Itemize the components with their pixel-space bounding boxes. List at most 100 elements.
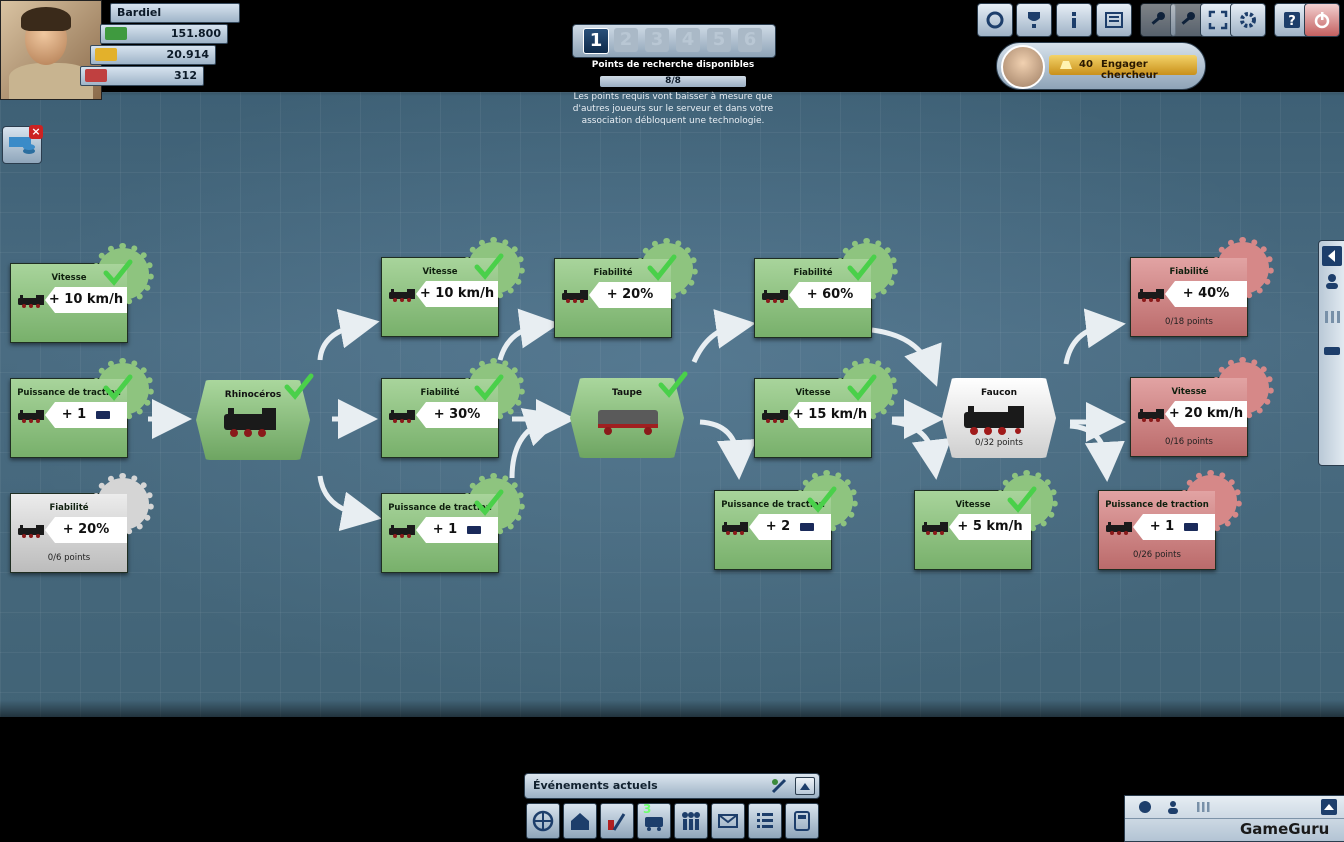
connector	[497, 308, 560, 361]
ranking-button[interactable]	[1016, 3, 1052, 37]
build-button[interactable]	[600, 803, 634, 839]
research-points-note: Les points requis vont baisser à mesure …	[572, 92, 774, 126]
trains-button[interactable]	[637, 803, 671, 839]
collapse-left-icon[interactable]	[1322, 246, 1342, 266]
required-points: 0/16 points	[1165, 437, 1213, 447]
tech-card[interactable]: Fiabilité + 30%	[381, 358, 525, 458]
tech-card[interactable]: Puissance de traction+ 2	[714, 470, 858, 570]
hire-researcher-panel: 40 Engager chercheur	[996, 42, 1206, 90]
player-name-bar: Bardiel	[110, 3, 240, 23]
tech-bonus-value: + 20%	[606, 287, 654, 302]
researched-check-icon	[284, 373, 314, 400]
tech-card[interactable]: Puissance de traction+ 1	[10, 358, 154, 458]
locomotive-icon	[761, 288, 791, 303]
tech-card[interactable]: Vitesse+ 10 km/h	[381, 237, 525, 337]
locomotive-icon	[388, 408, 418, 423]
tech-card[interactable]: Fiabilité+ 20%0/6 points	[10, 473, 154, 573]
tech-bonus-box: + 30%	[416, 402, 498, 428]
era-tab-4[interactable]: 4	[676, 28, 700, 52]
loco-node-taupe[interactable]: Taupe	[570, 371, 688, 458]
tech-title: Fiabilité	[420, 388, 460, 398]
researched-check-icon	[807, 486, 837, 513]
depot-button[interactable]	[563, 803, 597, 839]
tech-bonus-box: + 10 km/h	[416, 281, 498, 307]
money-icon	[105, 27, 127, 40]
watermark: GameGuru	[1240, 820, 1330, 838]
loco-node-rhinoceros[interactable]: Rhinocéros	[196, 373, 314, 460]
svg-text:?: ?	[1288, 14, 1296, 29]
headset-icon	[986, 11, 1004, 29]
current-events-bar[interactable]: Événements actuels	[524, 773, 820, 799]
research-points-bar: 8/8	[600, 76, 746, 87]
tech-bonus-value: + 15 km/h	[792, 407, 868, 422]
researched-check-icon	[847, 254, 877, 281]
tools-icon[interactable]	[771, 778, 787, 794]
tasks-button[interactable]	[748, 803, 782, 839]
gold-icon	[95, 48, 117, 61]
close-icon[interactable]: ×	[29, 125, 43, 139]
right-side-panel	[1318, 240, 1344, 466]
expand-events-button[interactable]	[795, 777, 815, 795]
chat-panel[interactable]	[1124, 795, 1344, 842]
tech-card[interactable]: Vitesse+ 10 km/h	[10, 243, 154, 343]
tech-card[interactable]: Fiabilité+ 20%	[554, 238, 698, 338]
era-tab-6[interactable]: 6	[738, 28, 762, 52]
wagon-icon	[467, 525, 482, 534]
era-tab-2[interactable]: 2	[614, 28, 638, 52]
tech-bonus-value: + 10 km/h	[419, 286, 495, 301]
tech-bonus-box: + 20 km/h	[1165, 401, 1247, 427]
coins-icon	[9, 137, 35, 154]
researched-check-icon	[647, 254, 677, 281]
tech-card[interactable]: Fiabilité+ 40%0/18 points	[1130, 237, 1274, 337]
hire-researcher-button[interactable]: 40 Engager chercheur	[1049, 55, 1197, 81]
tech-bonus-box: + 15 km/h	[789, 402, 871, 428]
locomotive-icon	[761, 408, 791, 423]
news-button[interactable]	[1096, 3, 1132, 37]
tech-bonus-value: + 60%	[806, 287, 854, 302]
tech-card[interactable]: Puissance de traction+ 1	[381, 473, 525, 573]
chevron-up-icon[interactable]	[1321, 799, 1337, 815]
prestige-icon	[85, 69, 107, 82]
world-map-button[interactable]	[526, 803, 560, 839]
locomotive-icon	[1105, 520, 1135, 535]
wagon-icon	[96, 410, 111, 419]
tech-card[interactable]: Vitesse+ 15 km/h	[754, 358, 898, 458]
finance-window-button[interactable]: ×	[2, 125, 43, 164]
chevron-up-icon	[800, 783, 810, 790]
help-icon: ?	[1284, 12, 1300, 29]
era-tab-1[interactable]: 1	[583, 28, 609, 54]
research-points-title: Points de recherche disponibles	[591, 60, 755, 70]
tech-card[interactable]: Vitesse+ 5 km/h	[914, 470, 1058, 570]
finances-button[interactable]	[785, 803, 819, 839]
loco-node-faucon[interactable]: Faucon 0/32 points	[942, 378, 1056, 458]
info-button[interactable]	[1056, 3, 1092, 37]
tech-card[interactable]: Fiabilité+ 60%	[754, 238, 898, 338]
tech-bonus-value: + 1	[1149, 519, 1175, 534]
contacts-icon[interactable]	[1322, 271, 1342, 291]
tech-bonus-box: + 60%	[789, 282, 871, 308]
tech-title: Puissance de traction	[721, 500, 825, 510]
era-tab-5[interactable]: 5	[707, 28, 731, 52]
staff-icon[interactable]	[1195, 799, 1211, 815]
news-icon	[1105, 12, 1123, 28]
new-items-badge: 3	[643, 802, 652, 816]
trophy-icon	[1028, 12, 1040, 28]
tech-bonus-box: + 1	[1133, 514, 1215, 540]
globe-icon	[532, 810, 554, 832]
loco-name: Faucon	[980, 388, 1018, 398]
train-icon[interactable]	[1322, 341, 1342, 361]
mail-button[interactable]	[711, 803, 745, 839]
researched-check-icon	[474, 374, 504, 401]
globe-icon[interactable]	[1137, 799, 1153, 815]
user-icon[interactable]	[1165, 799, 1181, 815]
wagon-icon	[1184, 522, 1199, 531]
staff-button[interactable]	[674, 803, 708, 839]
era-tab-3[interactable]: 3	[645, 28, 669, 52]
settings-button[interactable]	[1230, 3, 1266, 37]
support-button[interactable]	[977, 3, 1013, 37]
logout-button[interactable]	[1304, 3, 1340, 37]
staff-icon[interactable]	[1322, 307, 1342, 327]
